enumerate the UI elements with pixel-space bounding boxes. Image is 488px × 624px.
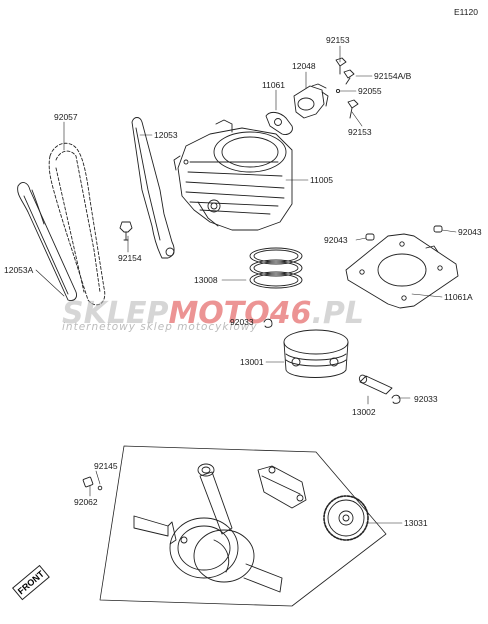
part-label-92154ab[interactable]: 92154A/B <box>374 71 412 81</box>
part-label-92154[interactable]: 92154 <box>118 253 142 263</box>
tensioner-12048 <box>293 83 329 119</box>
piston-13001 <box>283 329 349 378</box>
part-label-92062[interactable]: 92062 <box>74 497 98 507</box>
part-label-11005[interactable]: 11005 <box>310 175 334 185</box>
part-label-12053[interactable]: 12053 <box>154 130 178 140</box>
dowel-pin-92043-right <box>433 225 443 233</box>
cylinder-11005 <box>173 119 293 231</box>
chain-guide-12053a <box>17 182 77 301</box>
part-label-92153-top[interactable]: 92153 <box>326 35 350 45</box>
part-label-92057[interactable]: 92057 <box>54 112 78 122</box>
watermark-brand-highlight: MOTO46 <box>168 296 312 331</box>
pin-92145 <box>97 485 103 491</box>
piston-rings-13008 <box>249 247 303 289</box>
part-label-92043-right[interactable]: 92043 <box>458 227 482 237</box>
circlip-92033-bottom <box>391 394 401 404</box>
watermark-logo: SKLEPMOTO46.PL <box>62 296 364 331</box>
part-label-12048[interactable]: 12048 <box>292 61 316 71</box>
leader-lines <box>35 45 457 524</box>
crankshaft-assembly <box>133 463 283 593</box>
chain-guide-12053 <box>131 117 175 259</box>
watermark-brand-post: .PL <box>311 296 365 331</box>
key-92062 <box>82 476 94 488</box>
watermark-tagline: internetowy sklep motocyklowy <box>62 321 258 333</box>
piston-pin-13002 <box>358 374 393 395</box>
washer-92055 <box>335 88 341 94</box>
gasket-11061a <box>345 233 459 309</box>
bolt-92154ab <box>343 69 355 85</box>
dowel-pin-92043-left <box>365 233 375 241</box>
circlip-92033-top <box>263 318 273 328</box>
part-label-92055[interactable]: 92055 <box>358 86 382 96</box>
bolt-92153-low <box>347 99 359 119</box>
part-label-92043-left[interactable]: 92043 <box>324 235 348 245</box>
watermark-brand-pre: SKLEP <box>62 296 169 331</box>
bolt-92154 <box>119 221 133 241</box>
cam-sprocket-gear <box>323 495 369 541</box>
crankshaft-box <box>99 445 387 607</box>
diagram-code: E1120 <box>454 7 478 17</box>
cam-chain-92057 <box>48 142 106 306</box>
gasket-11061 <box>265 111 293 135</box>
part-label-11061[interactable]: 11061 <box>262 80 286 90</box>
part-label-13002[interactable]: 13002 <box>352 407 376 417</box>
part-label-13001[interactable]: 13001 <box>240 357 264 367</box>
part-label-92033-top[interactable]: 92033 <box>230 317 254 327</box>
part-label-12053a[interactable]: 12053A <box>4 265 34 275</box>
part-label-92145[interactable]: 92145 <box>94 461 118 471</box>
bolt-92153-top <box>335 57 347 75</box>
part-label-92033-bottom[interactable]: 92033 <box>414 394 438 404</box>
part-label-11061a[interactable]: 11061A <box>444 292 473 302</box>
part-label-92153-low[interactable]: 92153 <box>348 127 372 137</box>
balancer-part <box>257 465 307 509</box>
part-label-13031[interactable]: 13031 <box>404 518 428 528</box>
part-label-13008[interactable]: 13008 <box>194 275 218 285</box>
